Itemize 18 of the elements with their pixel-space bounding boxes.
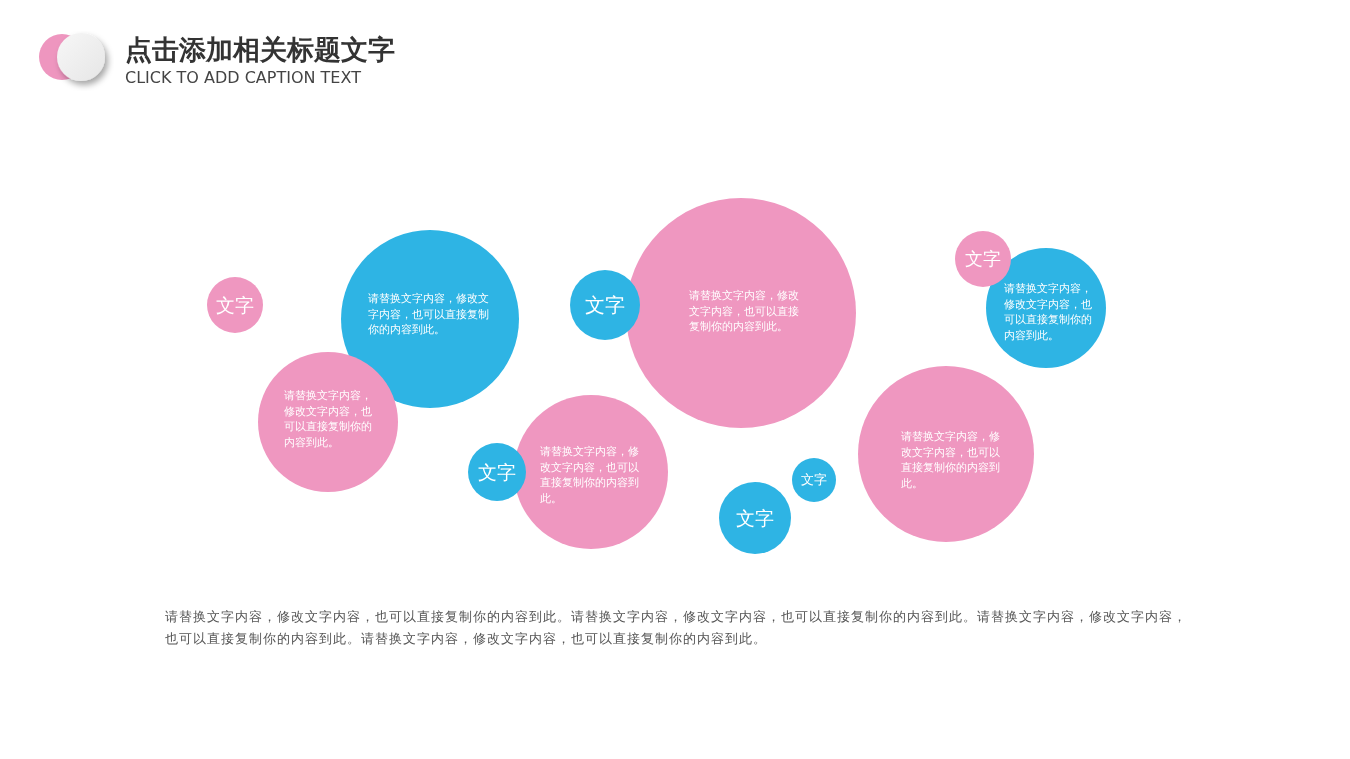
bubble-text: 请替换文字内容，修改文字内容，也可以直接复制你的内容到此。 bbox=[368, 291, 490, 338]
body-paragraph: 请替换文字内容，修改文字内容，也可以直接复制你的内容到此。请替换文字内容，修改文字内容，也可以直接复制你的内容到此。请替换文字内容，修改文字内容，也可以直接复制你的内容到此。请替换文字内容，修改文字内容，也可以直接复制你的内容到此。 bbox=[165, 608, 1188, 648]
bubble bbox=[792, 458, 836, 502]
bubble bbox=[207, 277, 263, 333]
bubble-text: 文字 bbox=[801, 472, 827, 488]
bubble bbox=[468, 443, 526, 501]
bubble-text: 请替换文字内容，修改文字内容，也可以直接复制你的内容到此。 bbox=[689, 288, 800, 335]
subtitle-text: CLICK TO ADD CAPTION TEXT bbox=[125, 68, 361, 88]
bubble-text: 请替换文字内容，修改文字内容，也可以直接复制你的内容到此。 bbox=[1004, 281, 1093, 343]
bubble-text: 文字 bbox=[585, 293, 625, 317]
slide-title: 点击添加相关标题文字 bbox=[125, 33, 395, 67]
bubble-text: 文字 bbox=[736, 506, 774, 530]
bubble-text: 请替换文字内容，修改文字内容，也可以直接复制你的内容到此。 bbox=[284, 388, 373, 450]
bubble-text: 文字 bbox=[478, 460, 516, 484]
bubble-text: 请替换文字内容，修改文字内容，也可以直接复制你的内容到此。 bbox=[540, 444, 640, 506]
bubble-text: 文字 bbox=[216, 293, 254, 317]
bubble-text: 请替换文字内容，修改文字内容，也可以直接复制你的内容到此。 bbox=[901, 429, 1001, 491]
bubble-text: 文字 bbox=[965, 248, 1001, 270]
